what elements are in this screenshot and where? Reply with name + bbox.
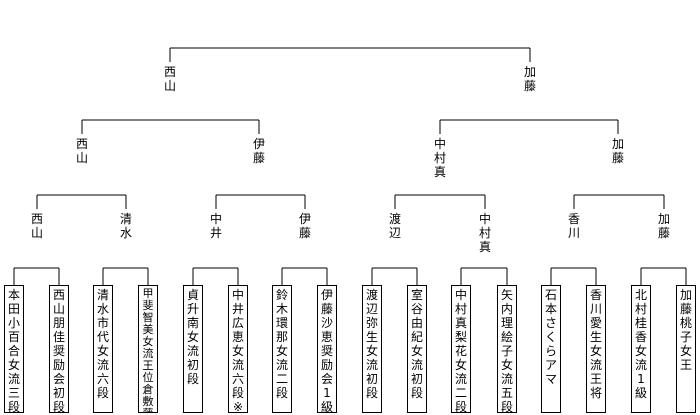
player-box: 西山朋佳奨励会初段 xyxy=(49,285,69,413)
player-box: 石本さくらアマ xyxy=(541,285,561,413)
quarterfinal-label: 加藤 xyxy=(657,212,670,240)
player-box: 加藤桃子女王 xyxy=(676,285,696,413)
player-box: 甲斐智美女流王位倉敷藤花 xyxy=(138,285,158,413)
player-box: 鈴木環那女流二段 xyxy=(272,285,292,413)
player-box: 室谷由紀女流初段 xyxy=(407,285,427,413)
player-box: 香川愛生女流王将 xyxy=(586,285,606,413)
player-box: 中井広恵女流六段※ xyxy=(228,285,248,413)
quarterfinal-label: 中井 xyxy=(209,212,222,240)
quarterfinal-label: 渡辺 xyxy=(388,212,401,240)
player-box: 清水市代女流六段 xyxy=(93,285,113,413)
semifinal-label: 中村真 xyxy=(433,137,446,179)
final-left-label: 西山 xyxy=(163,65,176,93)
player-box: 渡辺弥生女流初段 xyxy=(362,285,382,413)
player-box: 北村桂香女流1級 xyxy=(631,285,651,413)
semifinal-label: 伊藤 xyxy=(252,137,265,165)
quarterfinal-label: 清水 xyxy=(119,212,132,240)
semifinal-label: 西山 xyxy=(75,137,88,165)
player-box: 本田小百合女流三段 xyxy=(4,285,24,413)
player-box: 伊藤沙恵奨励会1級 xyxy=(317,285,337,413)
quarterfinal-label: 西山 xyxy=(30,212,43,240)
quarterfinal-label: 中村真 xyxy=(478,212,491,254)
quarterfinal-label: 香川 xyxy=(567,212,580,240)
semifinal-label: 加藤 xyxy=(611,137,624,165)
player-box: 矢内理絵子女流五段 xyxy=(497,285,517,413)
player-box: 貞升南女流初段 xyxy=(183,285,203,413)
quarterfinal-label: 伊藤 xyxy=(298,212,311,240)
player-box: 中村真梨花女流二段 xyxy=(451,285,471,413)
final-right-label: 加藤 xyxy=(523,65,536,93)
